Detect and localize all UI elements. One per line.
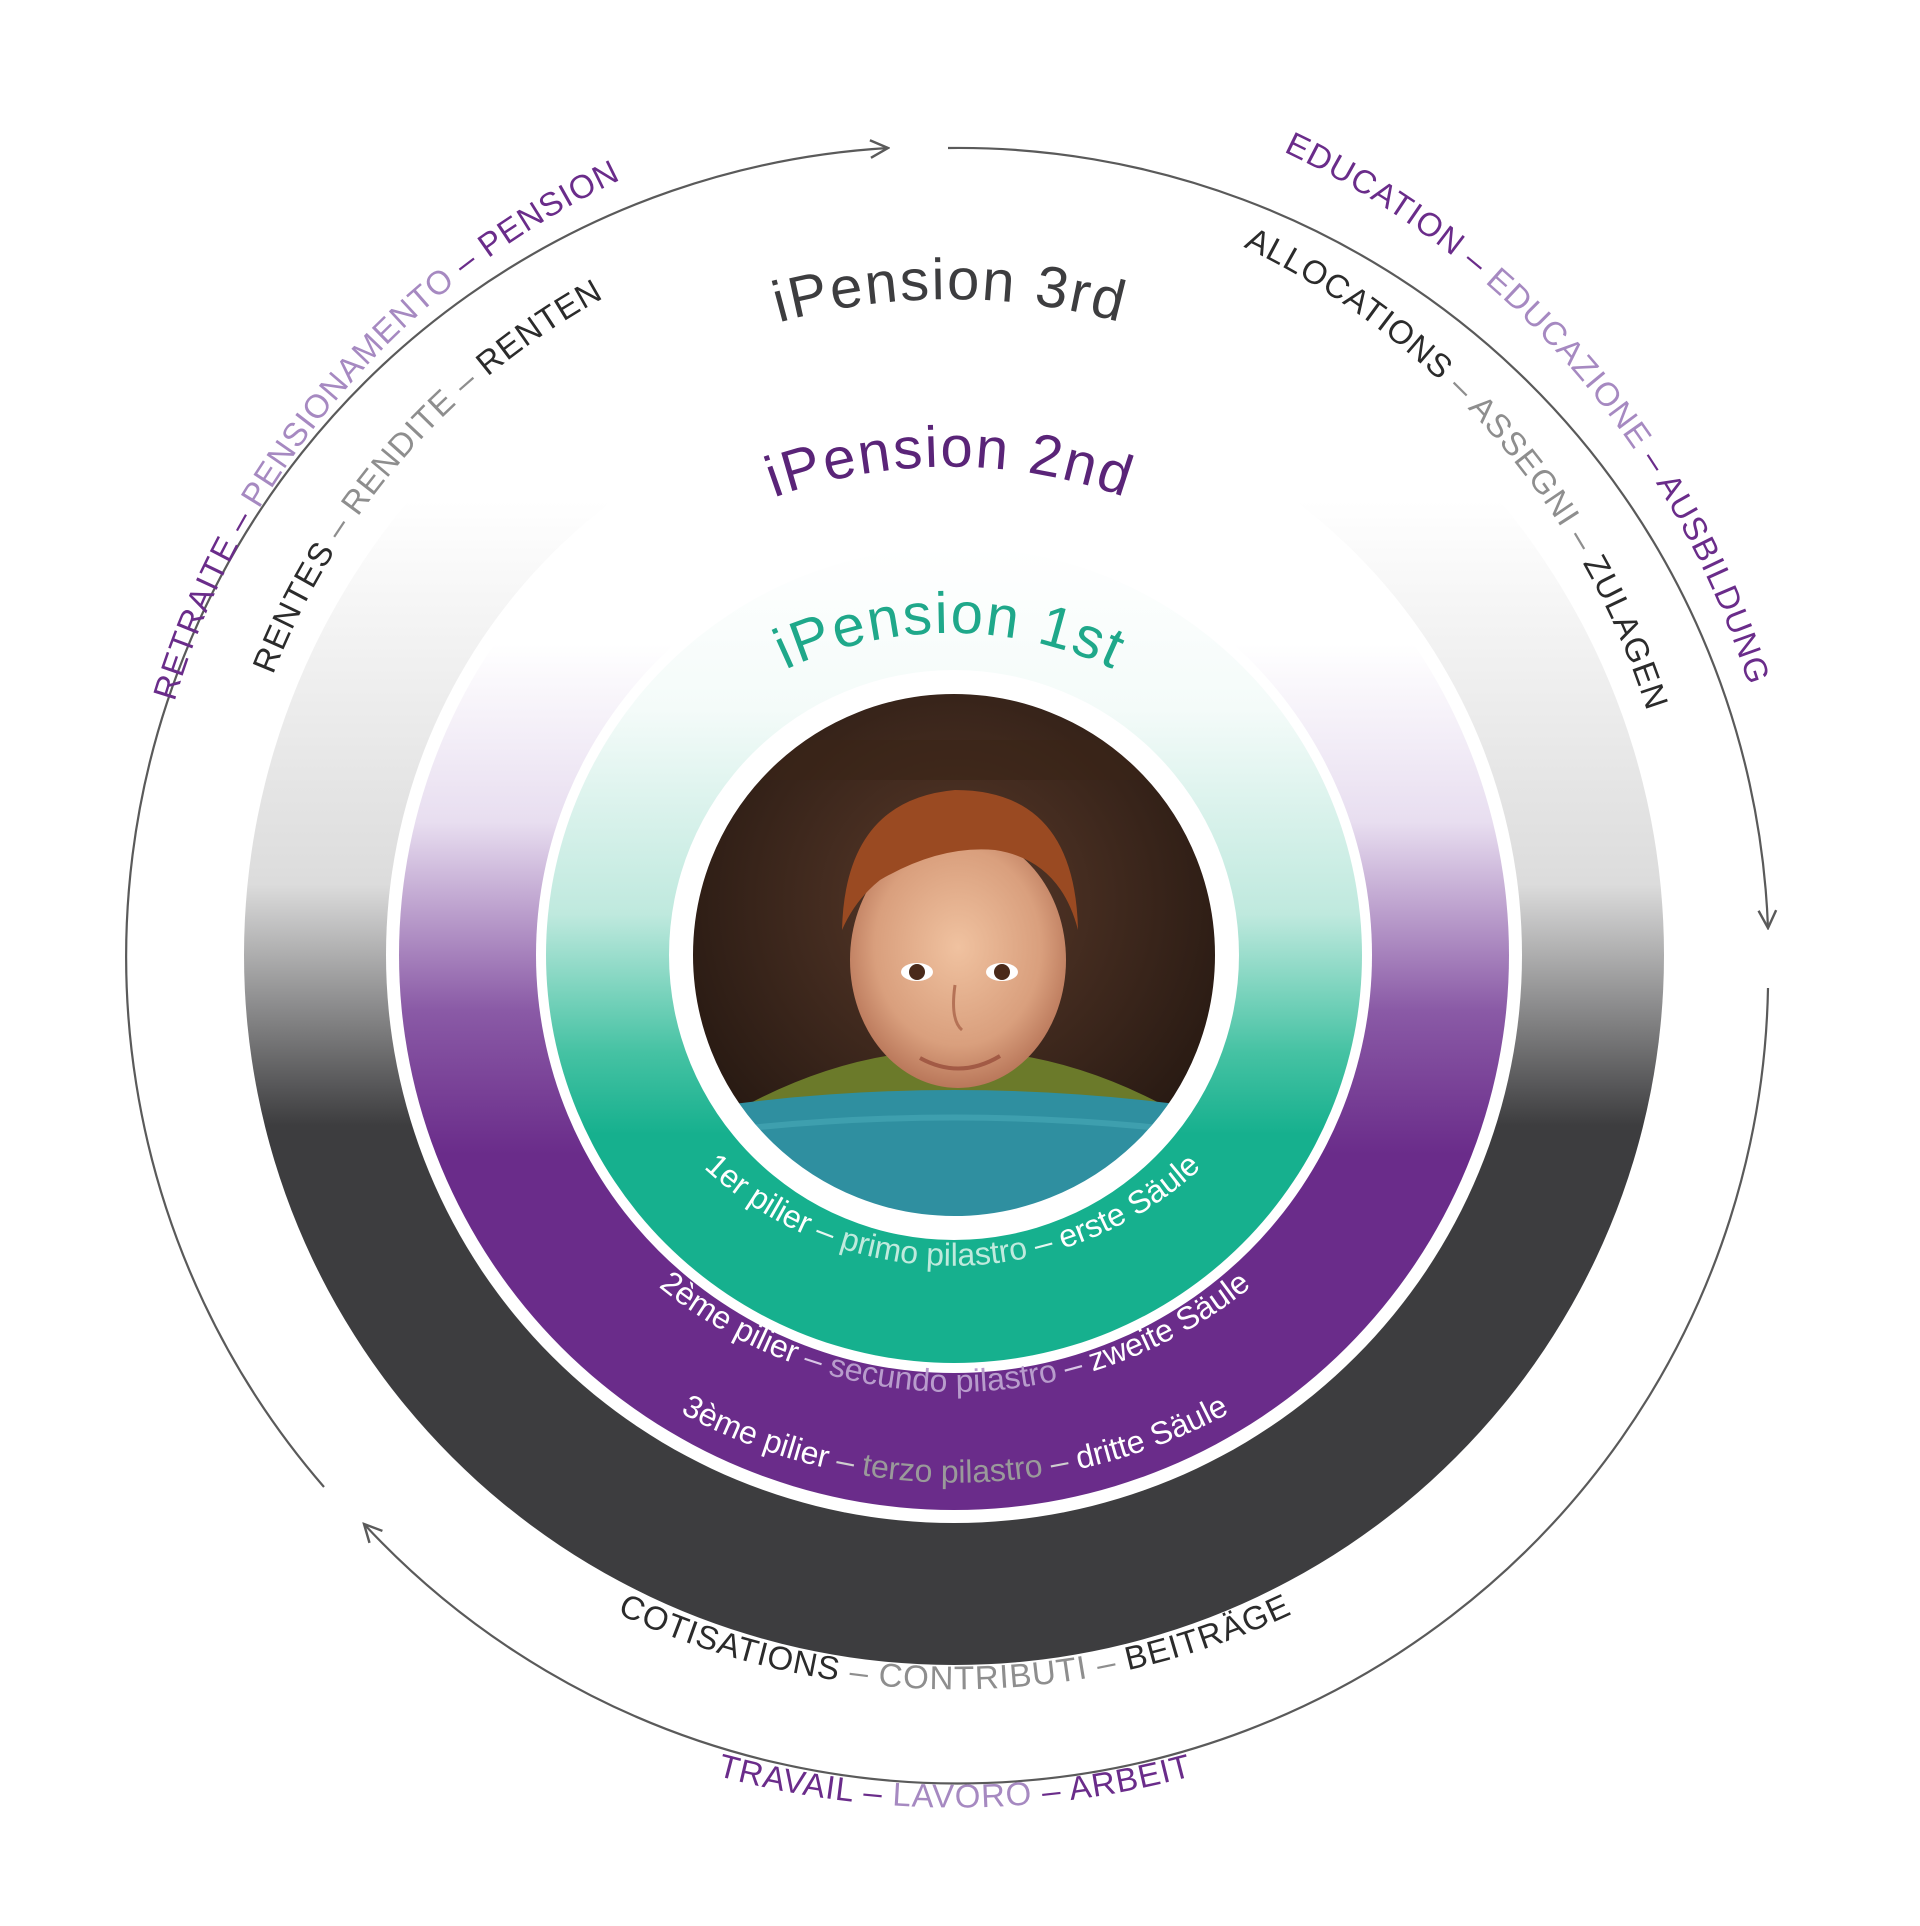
child-portrait-photo: [692, 693, 1216, 1217]
cycle-arrows: [125, 146, 1770, 1785]
work-label: TRAVAIL – LAVORO – ARBEIT: [715, 1747, 1195, 1815]
arrow-top-left: [125, 148, 888, 1488]
arrow-top-right: [947, 146, 1768, 928]
arrow-bottom-right: [364, 987, 1770, 1785]
